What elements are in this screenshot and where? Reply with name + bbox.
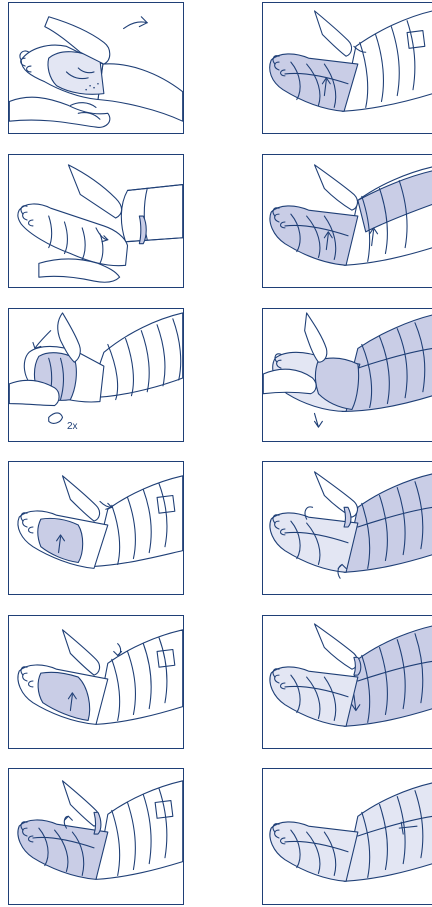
step-12-illustration	[263, 769, 432, 904]
step-8-illustration	[263, 155, 432, 287]
step-6-illustration	[9, 769, 183, 904]
step-panel-10	[262, 461, 432, 595]
step-panel-4	[8, 461, 184, 595]
step-1-illustration	[9, 3, 183, 133]
step-panel-11	[262, 615, 432, 749]
step-panel-7	[262, 2, 432, 134]
step-panel-12	[262, 768, 432, 905]
step-2-illustration	[9, 155, 183, 287]
step-panel-3: 2x	[8, 308, 184, 442]
step-panel-2	[8, 154, 184, 288]
step-4-illustration	[9, 462, 183, 594]
step-panel-8	[262, 154, 432, 288]
step-panel-5	[8, 615, 184, 749]
repeat-count-label: 2x	[67, 421, 78, 432]
step-11-illustration	[263, 616, 432, 748]
step-10-illustration	[263, 462, 432, 594]
step-5-illustration	[9, 616, 183, 748]
step-panel-1	[8, 2, 184, 134]
step-3-illustration	[9, 309, 183, 441]
step-panel-9	[262, 308, 432, 442]
step-7-illustration	[263, 3, 432, 133]
step-9-illustration	[263, 309, 432, 441]
step-panel-6	[8, 768, 184, 905]
